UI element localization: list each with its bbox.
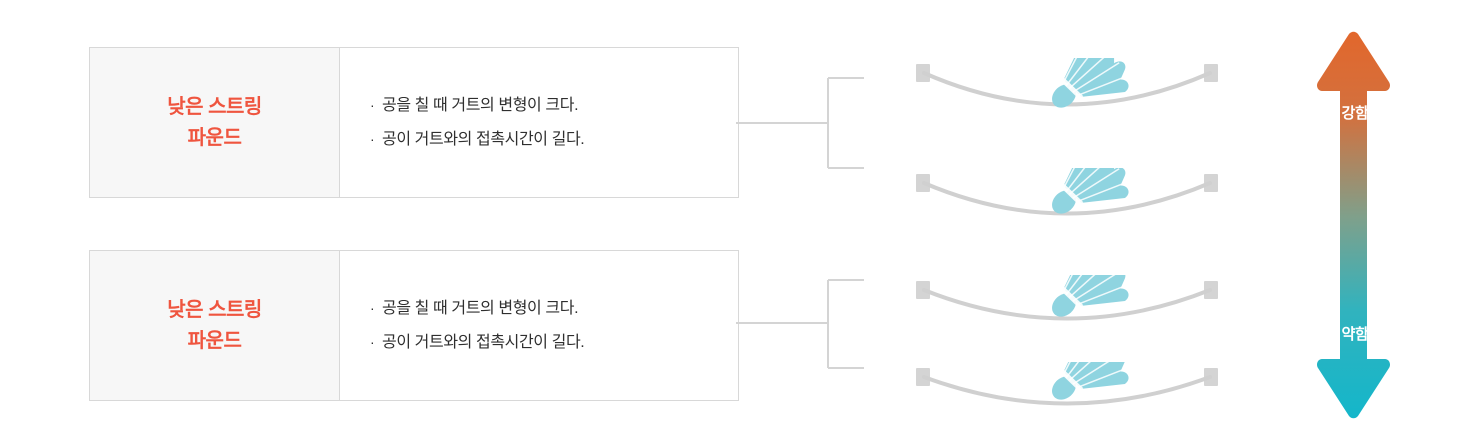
strength-gradient-arrow: 강함 약함: [1305, 30, 1405, 420]
arrow-path: [1316, 31, 1391, 419]
bullet-dot-icon: ·: [370, 299, 375, 316]
card-title-line-2: 파운드: [187, 126, 242, 149]
shuttlecock-icon: [1052, 362, 1129, 400]
string-sag-figure: [916, 275, 1218, 321]
info-card: 낮은 스트링 파운드 · 공을 칠 때 거트의 변형이 크다. · 공이 거트와…: [89, 47, 739, 198]
shuttlecock-icon: [1052, 58, 1129, 108]
bullet-dot-icon: ·: [370, 130, 375, 147]
info-card: 낮은 스트링 파운드 · 공을 칠 때 거트의 변형이 크다. · 공이 거트와…: [89, 250, 739, 401]
list-item-text: 공이 거트와의 접촉시간이 길다.: [382, 333, 585, 351]
bullet-dot-icon: ·: [370, 96, 375, 113]
arrow-shape: [1316, 31, 1391, 419]
bullet-dot-icon: ·: [370, 333, 375, 350]
string-sag-line: [922, 288, 1212, 321]
card-title-line-1: 낮은 스트링: [167, 95, 262, 118]
list-item-text: 공이 거트와의 접촉시간이 길다.: [382, 130, 585, 148]
card-body-cell: · 공을 칠 때 거트의 변형이 크다. · 공이 거트와의 접촉시간이 길다.: [340, 48, 738, 197]
bracket-connector: [736, 77, 864, 169]
card-title-line-2: 파운드: [187, 329, 242, 352]
list-item: · 공을 칠 때 거트의 변형이 크다.: [370, 94, 738, 118]
string-sag-figure: [916, 58, 1218, 108]
list-item: · 공이 거트와의 접촉시간이 길다.: [370, 331, 738, 355]
card-title-line-1: 낮은 스트링: [167, 298, 262, 321]
list-item-text: 공을 칠 때 거트의 변형이 크다.: [382, 299, 579, 317]
card-title: 낮은 스트링 파운드: [167, 92, 262, 154]
list-item: · 공이 거트와의 접촉시간이 길다.: [370, 128, 738, 152]
string-sag-line: [922, 181, 1212, 216]
string-sag-figure: [916, 362, 1218, 406]
string-sag-line: [922, 375, 1212, 406]
card-body-cell: · 공을 칠 때 거트의 변형이 크다. · 공이 거트와의 접촉시간이 길다.: [340, 251, 738, 400]
list-item-text: 공을 칠 때 거트의 변형이 크다.: [382, 96, 579, 114]
shuttlecock-icon: [1052, 168, 1129, 214]
list-item: · 공을 칠 때 거트의 변형이 크다.: [370, 297, 738, 321]
shuttlecock-icon: [1052, 275, 1129, 317]
string-sag-figure: [916, 168, 1218, 216]
card-title-cell: 낮은 스트링 파운드: [90, 251, 340, 400]
bracket-connector: [736, 279, 864, 369]
card-title: 낮은 스트링 파운드: [167, 295, 262, 357]
card-title-cell: 낮은 스트링 파운드: [90, 48, 340, 197]
